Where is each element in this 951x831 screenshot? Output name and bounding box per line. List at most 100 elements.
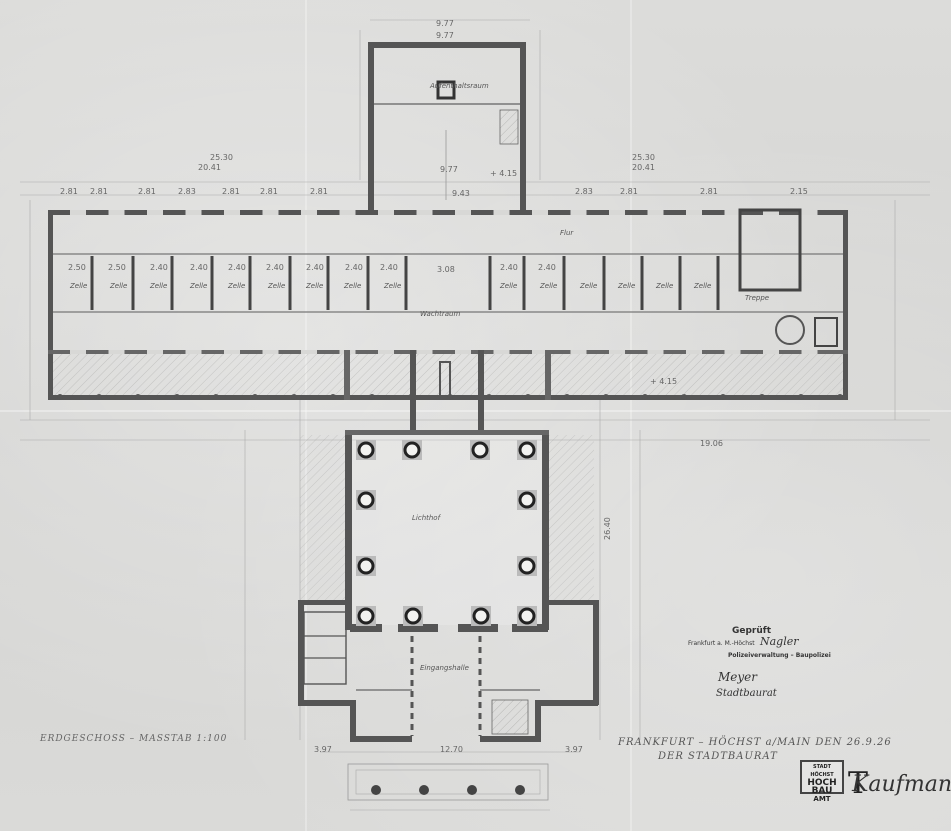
drawing-title: ERDGESCHOSS – MASSTAB 1:100	[40, 734, 228, 744]
room-corridor: Flur	[560, 229, 574, 237]
window	[724, 350, 741, 354]
dim-court-level: + 4.15	[650, 377, 677, 386]
cell-label: Zelle	[343, 282, 361, 290]
arcade-pillar	[135, 394, 141, 400]
architect-signature: Kaufmann	[852, 772, 951, 797]
arcade-pillar	[525, 394, 531, 400]
portico-columns	[371, 785, 525, 795]
dim-wing-depth: 19.06	[700, 439, 723, 448]
connecting-passage	[344, 350, 551, 430]
window	[570, 350, 587, 354]
window	[147, 350, 163, 354]
window	[686, 210, 702, 215]
court-column	[517, 606, 537, 626]
cell-label: Zelle	[69, 282, 87, 290]
court-column	[356, 490, 376, 510]
court-column	[517, 490, 537, 510]
window	[262, 350, 279, 354]
dim-left-total: 25.30	[210, 153, 233, 162]
approval-authority: Polizeiverwaltung – Baupolizei	[728, 652, 831, 659]
window	[108, 350, 125, 354]
cell-label: Zelle	[149, 282, 167, 290]
place-date-line: FRANKFURT – HÖCHST a/MAIN DEN 26.9.26	[618, 737, 892, 748]
bay-dimension: 2.81	[620, 187, 638, 196]
cell-label: Zelle	[539, 282, 557, 290]
approval-place: Frankfurt a. M.-Höchst	[688, 640, 755, 647]
window	[378, 350, 394, 354]
bay-dimension: 2.81	[222, 187, 240, 196]
signature-1: Meyer	[718, 670, 758, 684]
cell-label: Zelle	[227, 282, 245, 290]
arcade-pillar	[252, 394, 258, 400]
window	[801, 210, 818, 215]
room-dimension: 2.50	[68, 263, 86, 272]
window	[262, 210, 279, 215]
window	[185, 350, 202, 354]
cell-label: Zelle	[655, 282, 673, 290]
window	[493, 210, 510, 215]
cell-label: Zelle	[617, 282, 635, 290]
window	[609, 350, 625, 354]
window	[763, 350, 779, 354]
window	[224, 210, 240, 215]
room-dimension: 2.40	[190, 263, 208, 272]
window	[455, 210, 471, 215]
room-stair: Treppe	[745, 294, 769, 302]
dim-top-inner: 9.77	[436, 31, 454, 40]
bay-dimension: 2.83	[575, 187, 593, 196]
cell-partitions	[90, 256, 720, 310]
window	[686, 350, 702, 354]
room-dimension: 2.40	[345, 263, 363, 272]
window	[570, 210, 587, 215]
window	[801, 350, 818, 354]
window	[609, 210, 625, 215]
window	[532, 350, 548, 354]
arcade-pillar	[486, 394, 492, 400]
room-dimension: 2.40	[380, 263, 398, 272]
arcade-pillar	[174, 394, 180, 400]
portico-column	[419, 785, 429, 795]
court-column	[356, 440, 376, 460]
arcade-pillar	[720, 394, 726, 400]
dim-center-depth: 9.43	[452, 189, 470, 198]
approval-hand: Nagler	[760, 635, 799, 648]
portico-column	[371, 785, 381, 795]
dim-right-sub: 20.41	[632, 163, 655, 172]
dim-center-hall: 9.77	[440, 165, 458, 174]
authority-line: DER STADTBAURAT	[658, 751, 778, 762]
cell-labels: Zelle Zelle Zelle Zelle Zelle Zelle Zelle Zelle…	[69, 282, 711, 290]
bay-dimension: 2.81	[138, 187, 156, 196]
court-column	[517, 440, 537, 460]
bay-dimension: 2.15	[790, 187, 808, 196]
arcade-pillar	[681, 394, 687, 400]
cell-label: Zelle	[305, 282, 323, 290]
portico-column	[467, 785, 477, 795]
dim-court-side: 26.40	[603, 517, 612, 540]
city-building-office-stamp: STADT HÖCHST HOCH BAU AMT	[800, 760, 844, 803]
dim-lower-right: 3.97	[565, 745, 583, 754]
room-dimension: 2.40	[538, 263, 556, 272]
court-block	[298, 430, 599, 801]
window	[416, 350, 433, 354]
window	[70, 350, 86, 354]
window	[147, 210, 163, 215]
window	[301, 350, 317, 354]
dim-right-total: 25.30	[632, 153, 655, 162]
signature-initial: T	[848, 766, 869, 801]
court-column	[517, 556, 537, 576]
window	[70, 210, 86, 215]
drawing-place-date: FRANKFURT – HÖCHST a/MAIN DEN 26.9.26 DE…	[618, 736, 948, 764]
bay-dimension: 2.81	[90, 187, 108, 196]
bay-dimension: 2.81	[310, 187, 328, 196]
stamp-line: HOCH	[807, 778, 837, 788]
arcade-pillar	[759, 394, 765, 400]
room-court: Lichthof	[412, 514, 442, 522]
window	[108, 210, 125, 215]
fold-line	[630, 0, 632, 831]
court-column	[403, 606, 423, 626]
arcade-pillar	[564, 394, 570, 400]
